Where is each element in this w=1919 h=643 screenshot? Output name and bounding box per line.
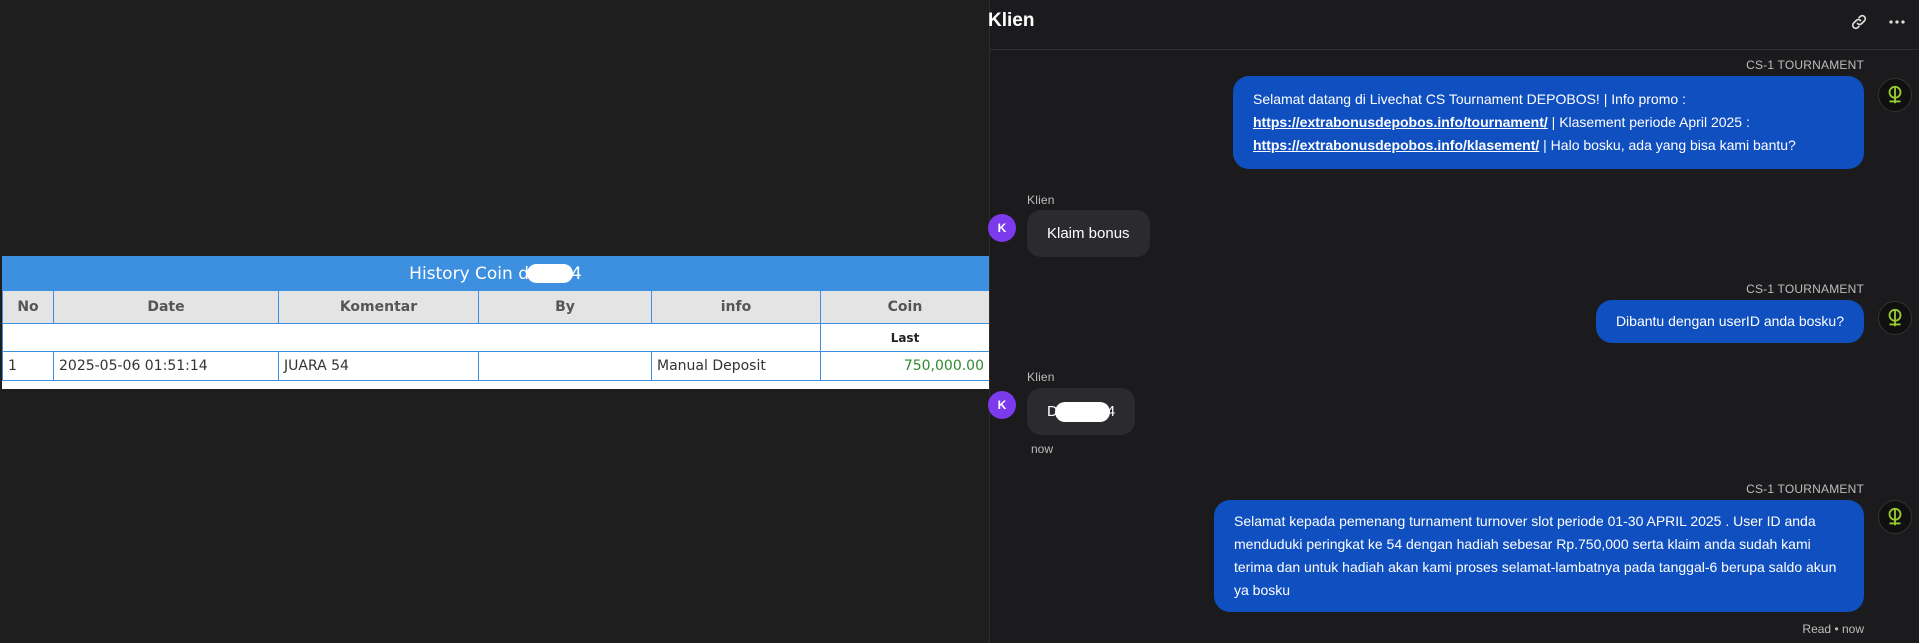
avatar: K bbox=[988, 391, 1016, 419]
history-coin-panel: History Coin d 4 No Date Komentar By info… bbox=[2, 256, 989, 389]
message-line: | Klasement periode April 2025 : bbox=[1547, 114, 1750, 130]
history-title-suffix: 4 bbox=[571, 263, 582, 284]
cell-date: 2025-05-06 01:51:14 bbox=[53, 351, 279, 381]
agent-message-bubble: Selamat kepada pemenang turnament turnov… bbox=[1214, 500, 1864, 612]
tournament-link[interactable]: https://extrabonusdepobos.info/tournamen… bbox=[1253, 114, 1548, 130]
read-status: Read • now bbox=[1802, 622, 1864, 636]
subheader-empty bbox=[2, 323, 821, 352]
history-coin-title: History Coin d 4 bbox=[2, 256, 989, 291]
message-sender: CS-1 TOURNAMENT bbox=[1746, 58, 1864, 72]
more-icon[interactable] bbox=[1888, 13, 1906, 36]
chat-header: Klien bbox=[988, 0, 1919, 50]
table-row[interactable]: 1 2025-05-06 01:51:14 JUARA 54 Manual De… bbox=[2, 351, 989, 381]
cell-coin: 750,000.00 bbox=[820, 351, 989, 381]
avatar: K bbox=[988, 214, 1016, 242]
depobos-logo-icon bbox=[1878, 301, 1912, 335]
history-title-prefix: History Coin d bbox=[409, 263, 530, 284]
cell-no: 1 bbox=[2, 351, 54, 381]
col-by[interactable]: By bbox=[478, 291, 652, 324]
col-date[interactable]: Date bbox=[53, 291, 279, 324]
chat-panel: Klien CS-1 TOURNAMENT Selamat datang di … bbox=[988, 0, 1919, 643]
cell-info: Manual Deposit bbox=[651, 351, 821, 381]
subheader-last: Last bbox=[820, 323, 989, 352]
message-text: Klaim bonus bbox=[1047, 225, 1130, 242]
link-icon[interactable] bbox=[1850, 13, 1868, 36]
table-header-row: No Date Komentar By info Coin bbox=[2, 291, 989, 324]
klasement-link[interactable]: https://extrabonusdepobos.info/klasement… bbox=[1253, 137, 1540, 153]
agent-message-bubble: Selamat datang di Livechat CS Tournament… bbox=[1233, 76, 1864, 169]
chat-title: Klien bbox=[988, 10, 1035, 31]
message-text: Selamat kepada pemenang turnament turnov… bbox=[1234, 513, 1837, 598]
history-coin-table: No Date Komentar By info Coin Last 1 202… bbox=[2, 291, 989, 381]
redaction-mark bbox=[1054, 401, 1110, 422]
client-message-bubble: Klaim bonus bbox=[1027, 210, 1150, 257]
message-line: Selamat datang di Livechat CS Tournament… bbox=[1253, 91, 1686, 107]
message-text-suffix: 4 bbox=[1106, 403, 1116, 420]
message-sender: CS-1 TOURNAMENT bbox=[1746, 282, 1864, 296]
message-text: Dibantu dengan userID anda bosku? bbox=[1615, 313, 1844, 329]
cell-komentar: JUARA 54 bbox=[278, 351, 479, 381]
col-info[interactable]: info bbox=[651, 291, 821, 324]
redaction-mark bbox=[527, 264, 574, 283]
left-panel: History Coin d 4 No Date Komentar By info… bbox=[2, 256, 989, 389]
subheader-row: Last bbox=[2, 323, 989, 352]
message-line: | Halo bosku, ada yang bisa kami bantu? bbox=[1539, 137, 1796, 153]
message-sender: Klien bbox=[1027, 370, 1055, 384]
col-no[interactable]: No bbox=[2, 291, 54, 324]
col-coin[interactable]: Coin bbox=[820, 291, 989, 324]
cell-by bbox=[478, 351, 652, 381]
agent-message-bubble: Dibantu dengan userID anda bosku? bbox=[1595, 300, 1864, 343]
depobos-logo-icon bbox=[1878, 78, 1912, 112]
col-komentar[interactable]: Komentar bbox=[278, 291, 479, 324]
depobos-logo-icon bbox=[1878, 500, 1912, 534]
message-text-prefix: D bbox=[1047, 403, 1058, 420]
message-sender: CS-1 TOURNAMENT bbox=[1746, 482, 1864, 496]
message-timestamp: now bbox=[1031, 442, 1054, 456]
message-sender: Klien bbox=[1027, 193, 1055, 207]
